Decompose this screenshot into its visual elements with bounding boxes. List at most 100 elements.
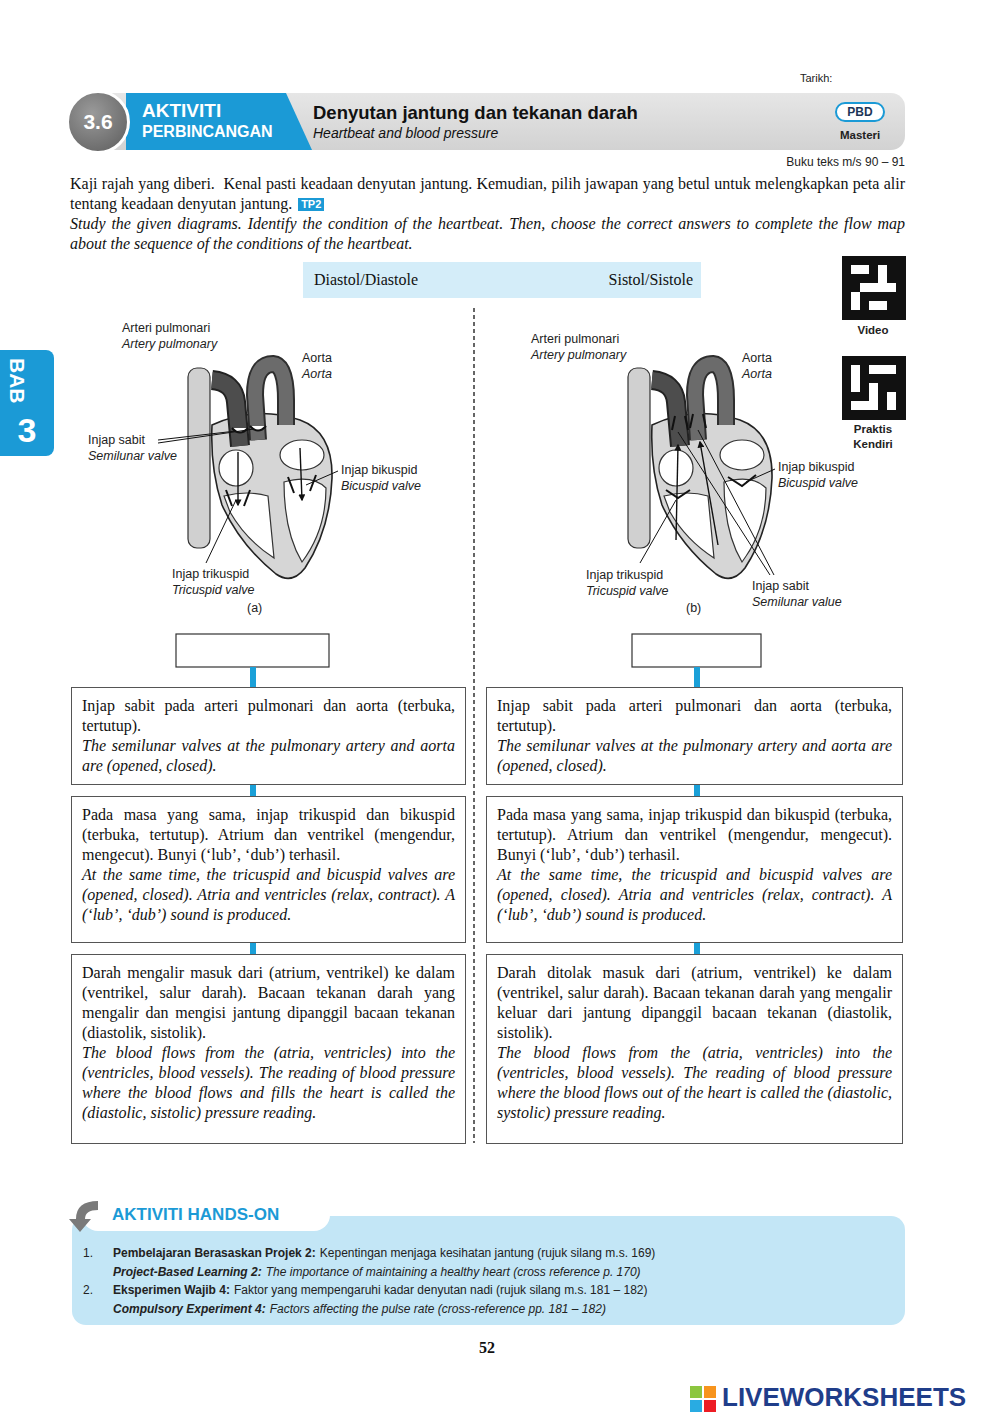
heart-part-label: Semilunar valve: [88, 448, 177, 464]
divider-line: [473, 308, 475, 1143]
hands-on-tab: AKTIVITI HANDS-ON: [68, 1197, 330, 1233]
english-text: At the same time, the tricuspid and bicu…: [82, 865, 455, 925]
left-ventricle: [284, 479, 326, 562]
logo-icon: [690, 1386, 716, 1412]
hands-on-panel: 1.Pembelajaran Berasaskan Projek 2:Kepen…: [72, 1216, 905, 1325]
leader-lines: [158, 429, 775, 575]
flow-box: Injap sabit pada arteri pulmonari dan ao…: [71, 687, 466, 785]
heart-part-label: Aorta: [302, 350, 332, 366]
vena-cava: [188, 368, 210, 548]
leader-line: [158, 429, 254, 443]
heart-part-label: Aorta: [742, 366, 772, 382]
badge-text: PBD: [837, 104, 883, 120]
right-atrium: [219, 450, 253, 486]
qr-cell: [887, 283, 896, 292]
qr-caption: Video: [840, 323, 906, 337]
chapter-tab: BAB 3: [0, 350, 54, 456]
leader-line: [698, 430, 774, 575]
watermark: LIVEWORKSHEETS: [722, 1381, 966, 1413]
instruction-block: Kaji rajah yang diberi. Kenal pasti kead…: [70, 174, 905, 254]
chapter-number: 3: [0, 410, 54, 450]
activity-tab: AKTIVITIPERBINCANGAN: [126, 93, 312, 150]
qr-cell: [851, 292, 860, 310]
blood-flow-arrow: [700, 442, 718, 545]
flow-box: Pada masa yang sama, injap trikuspid dan…: [486, 796, 903, 943]
leader-line: [206, 500, 236, 563]
word-bank: Diastol/Diastole Sistol/Sistole: [303, 262, 701, 298]
semilunar-valve-open: [690, 414, 706, 428]
blood-flow-arrow: [237, 452, 238, 505]
flow-box: Injap sabit pada arteri pulmonari dan ao…: [486, 687, 903, 785]
english-text: The semilunar valves at the pulmonary ar…: [497, 736, 892, 776]
figure-letter: (b): [686, 600, 701, 616]
tricuspid-valve-closed: [666, 490, 690, 498]
qr-cell: [869, 365, 896, 374]
instruction-english: Study the given diagrams. Identify the c…: [70, 214, 905, 254]
qr-cell: [878, 265, 887, 283]
qr-cell: [851, 401, 878, 410]
heart-illustration: [628, 364, 772, 578]
qr-cell: [887, 392, 896, 410]
malay-text: Injap sabit pada arteri pulmonari dan ao…: [82, 696, 455, 736]
valve-group: [226, 426, 316, 506]
heart-part-label: Arteri pulmonari: [531, 331, 619, 347]
heart-part-label: Aorta: [302, 366, 332, 382]
malay-text: Pada masa yang sama, injap trikuspid dan…: [82, 805, 455, 865]
logo-square: [690, 1386, 702, 1398]
qr-cell: [869, 383, 878, 401]
qr-cell: [869, 301, 887, 310]
chapter-word: BAB: [5, 358, 29, 404]
pulmonary-artery: [212, 380, 240, 446]
qr-cell: [851, 365, 860, 392]
malay-text: Injap sabit pada arteri pulmonari dan ao…: [497, 696, 892, 736]
item-row: 2.Eksperimen Wajib 4:Faktor yang mempeng…: [83, 1280, 895, 1299]
item-text: The importance of maintaining a healthy …: [266, 1265, 641, 1279]
instruction-text: Kaji rajah yang diberi. Kenal pasti kead…: [70, 175, 909, 212]
item-row: 1.Pembelajaran Berasaskan Projek 2:Kepen…: [83, 1243, 895, 1262]
heart-part-label: Tricuspid valve: [172, 582, 254, 598]
heart-part-label: Injap sabit: [752, 578, 809, 594]
page-reference: Buku teks m/s 90 – 91: [786, 155, 905, 170]
item-title: Pembelajaran Berasaskan Projek 2:: [113, 1246, 316, 1260]
word-option: Sistol/Sistole: [609, 270, 693, 290]
heart-part-label: Injap bikuspid: [341, 462, 417, 478]
heart-part-label: Semilunar value: [752, 594, 842, 610]
heart-part-label: Injap sabit: [88, 432, 145, 448]
item-row: Compulsory Experiment 4:Factors affectin…: [83, 1299, 895, 1318]
flow-box: Darah ditolak masuk dari (atrium, ventri…: [486, 954, 903, 1144]
instruction-text: Study the given diagrams. Identify the c…: [70, 215, 905, 252]
leader-line: [158, 431, 236, 440]
semilunar-valve-closed: [250, 426, 266, 431]
qr-cell: [851, 265, 869, 274]
leader-line: [678, 432, 770, 575]
flow-connector: [250, 943, 256, 954]
semilunar-valve-open: [672, 416, 688, 430]
qr-caption: Praktis Kendiri: [834, 422, 912, 452]
malay-text: Pada masa yang sama, injap trikuspid dan…: [497, 805, 892, 865]
section-number: 3.6: [83, 110, 112, 134]
item-number: 1.: [83, 1245, 113, 1262]
logo-square: [704, 1386, 716, 1398]
flow-connector: [250, 785, 256, 796]
flow-connector: [694, 943, 700, 954]
heart-part-label: Bicuspid valve: [341, 478, 421, 494]
item-title: Eksperimen Wajib 4:: [113, 1283, 230, 1297]
item-title: Project-Based Learning 2:: [113, 1265, 262, 1279]
leader-line: [640, 500, 676, 563]
malay-text: Darah mengalir masuk dari (atrium, ventr…: [82, 963, 455, 1043]
item-row: Project-Based Learning 2: The importance …: [83, 1262, 895, 1281]
answer-box: [176, 634, 329, 667]
heart-part-label: Injap bikuspid: [778, 459, 854, 475]
arrow-icon: [69, 1201, 98, 1232]
flow-connector: [250, 667, 256, 687]
english-text: At the same time, the tricuspid and bicu…: [497, 865, 892, 925]
word-option: Diastol/Diastole: [314, 270, 418, 290]
heading-subtext: Heartbeat and blood pressure: [313, 124, 905, 142]
heart-illustration: [188, 364, 332, 578]
leader-line: [306, 471, 338, 485]
item-text: Faktor yang mempengaruhi kadar denyutan …: [234, 1283, 648, 1297]
heart-part-label: Bicuspid valve: [778, 475, 858, 491]
logo-square: [690, 1400, 702, 1412]
qr-cell: [860, 283, 887, 292]
